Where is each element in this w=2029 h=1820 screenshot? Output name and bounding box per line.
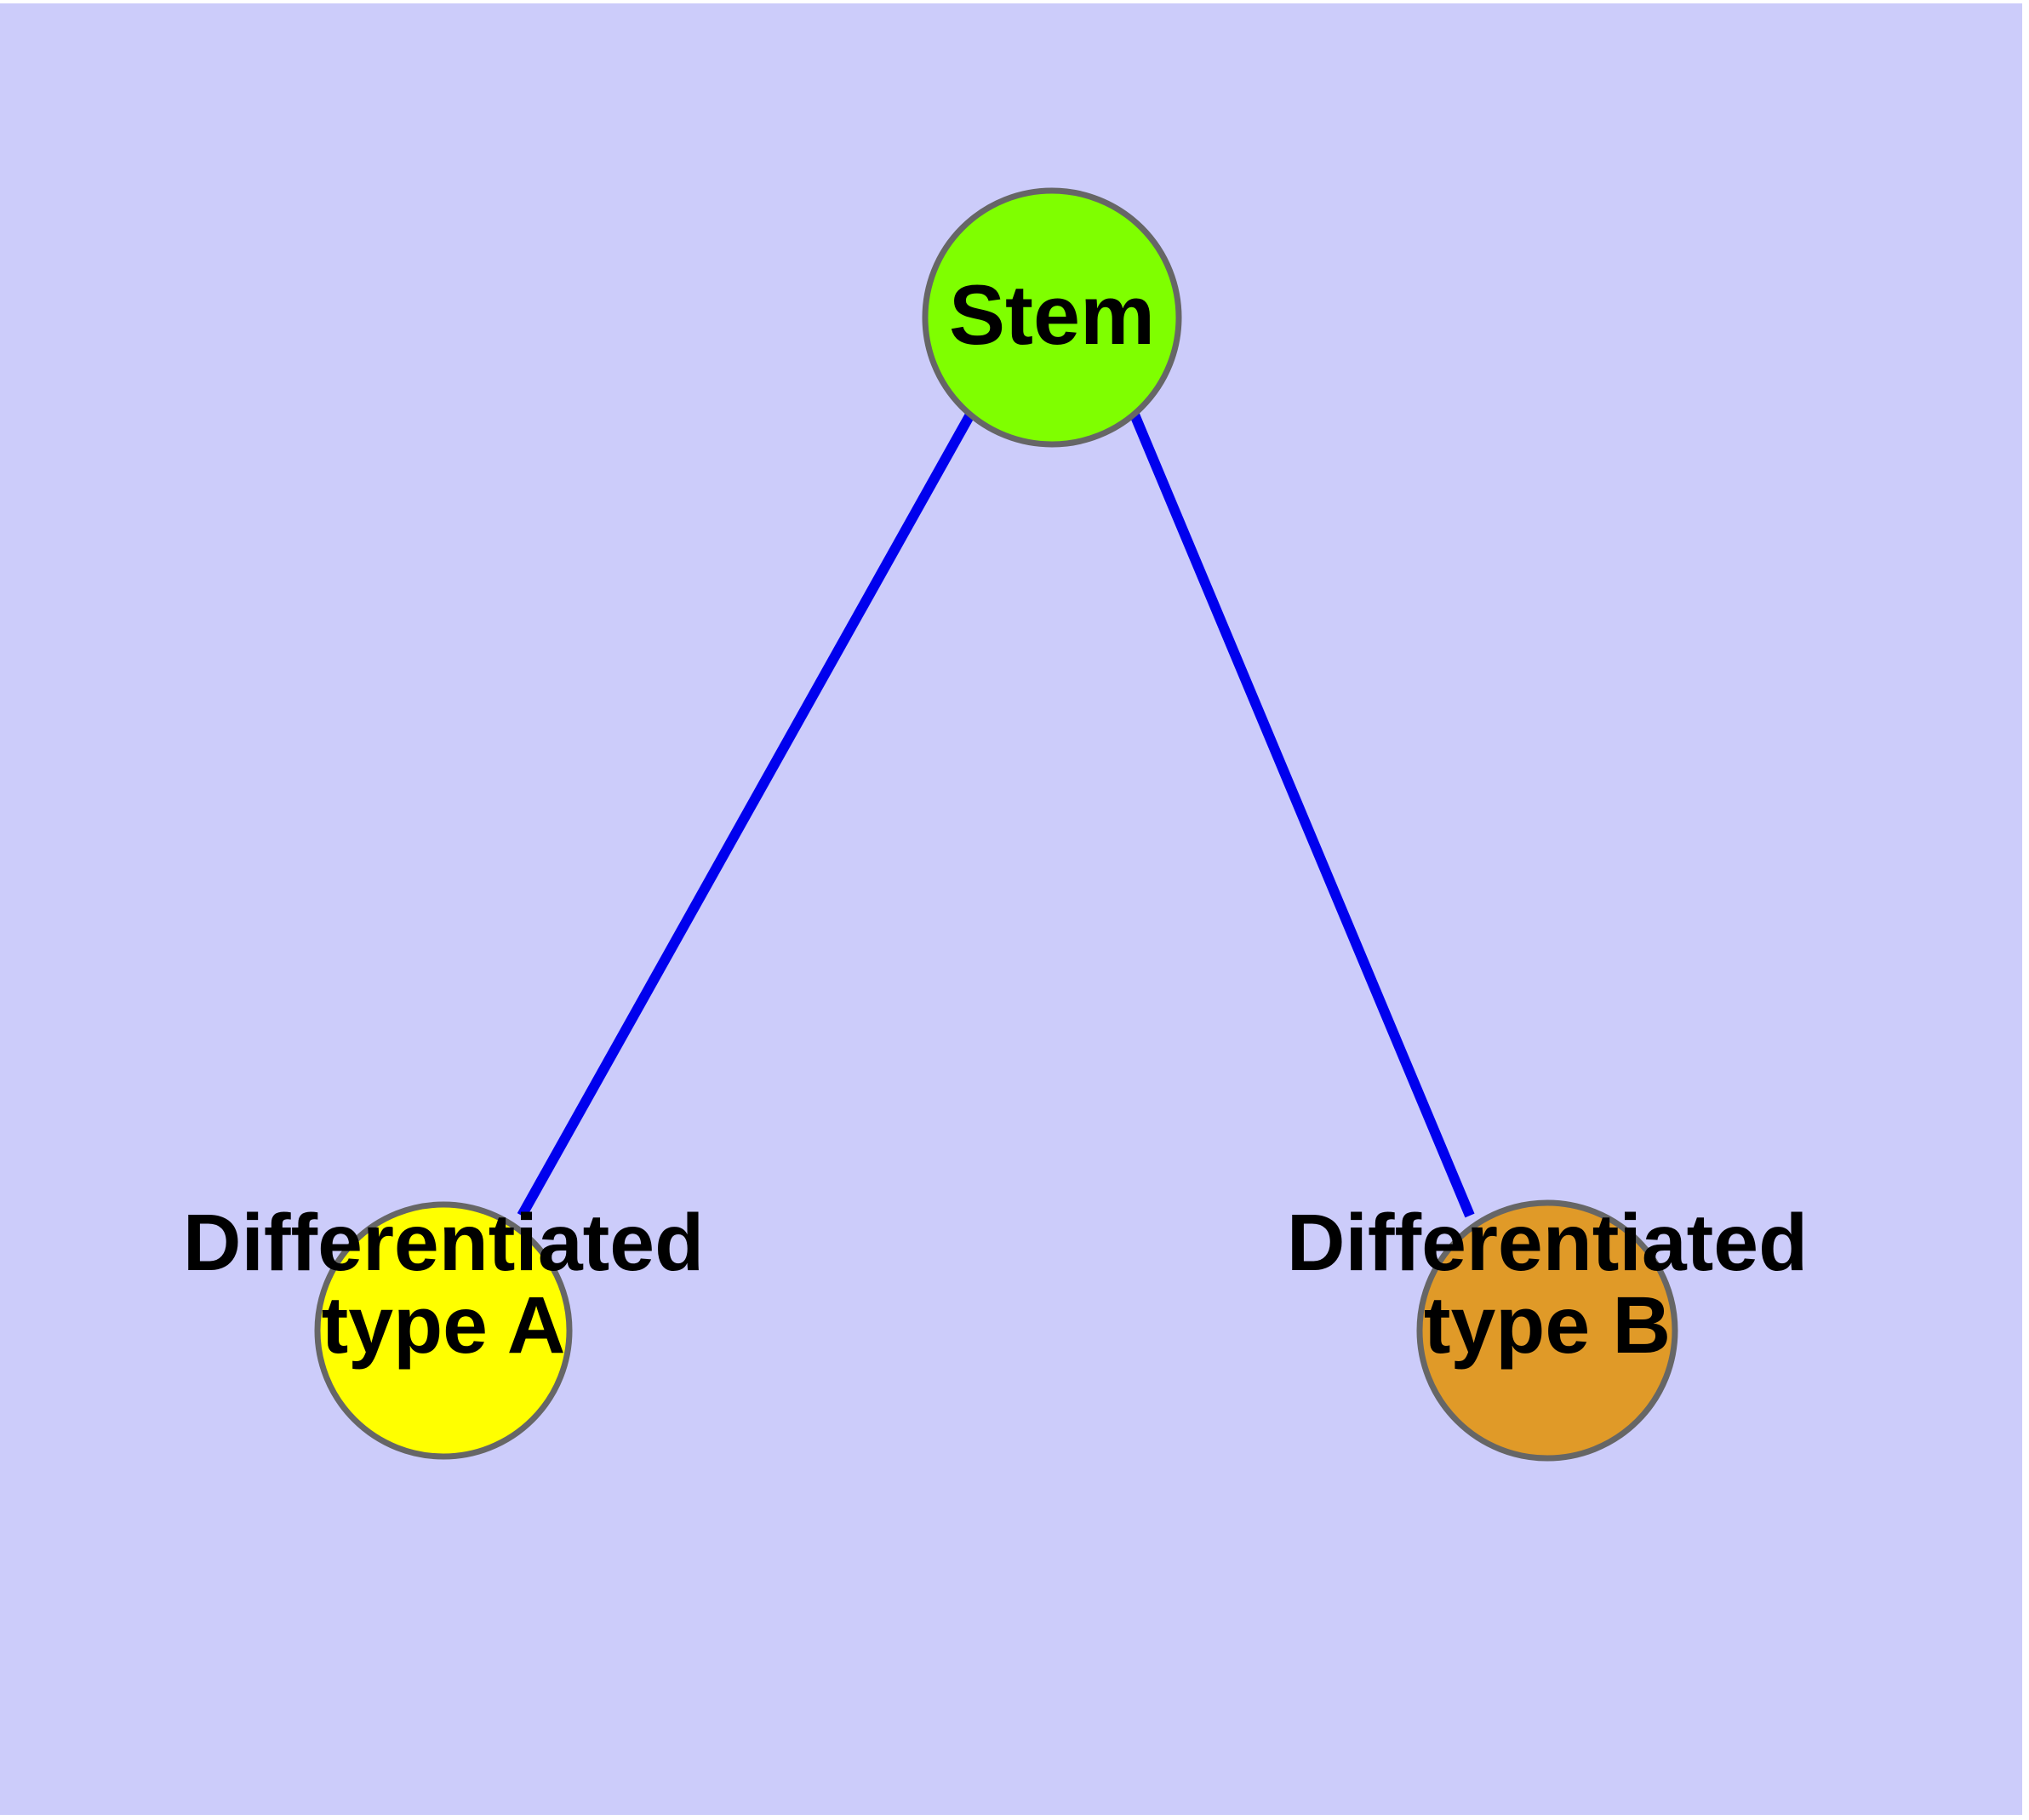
node-layer [314, 187, 1678, 1462]
node-stem[interactable] [922, 187, 1182, 448]
node-differentiated-type-a[interactable] [314, 1201, 573, 1460]
graph-svg [314, 187, 1678, 1462]
edge-stem-to-differentiated-type-a [517, 412, 975, 1218]
edge-layer [517, 412, 1475, 1218]
node-differentiated-type-b[interactable] [1416, 1199, 1678, 1462]
edge-stem-to-differentiated-type-b [1129, 412, 1475, 1218]
